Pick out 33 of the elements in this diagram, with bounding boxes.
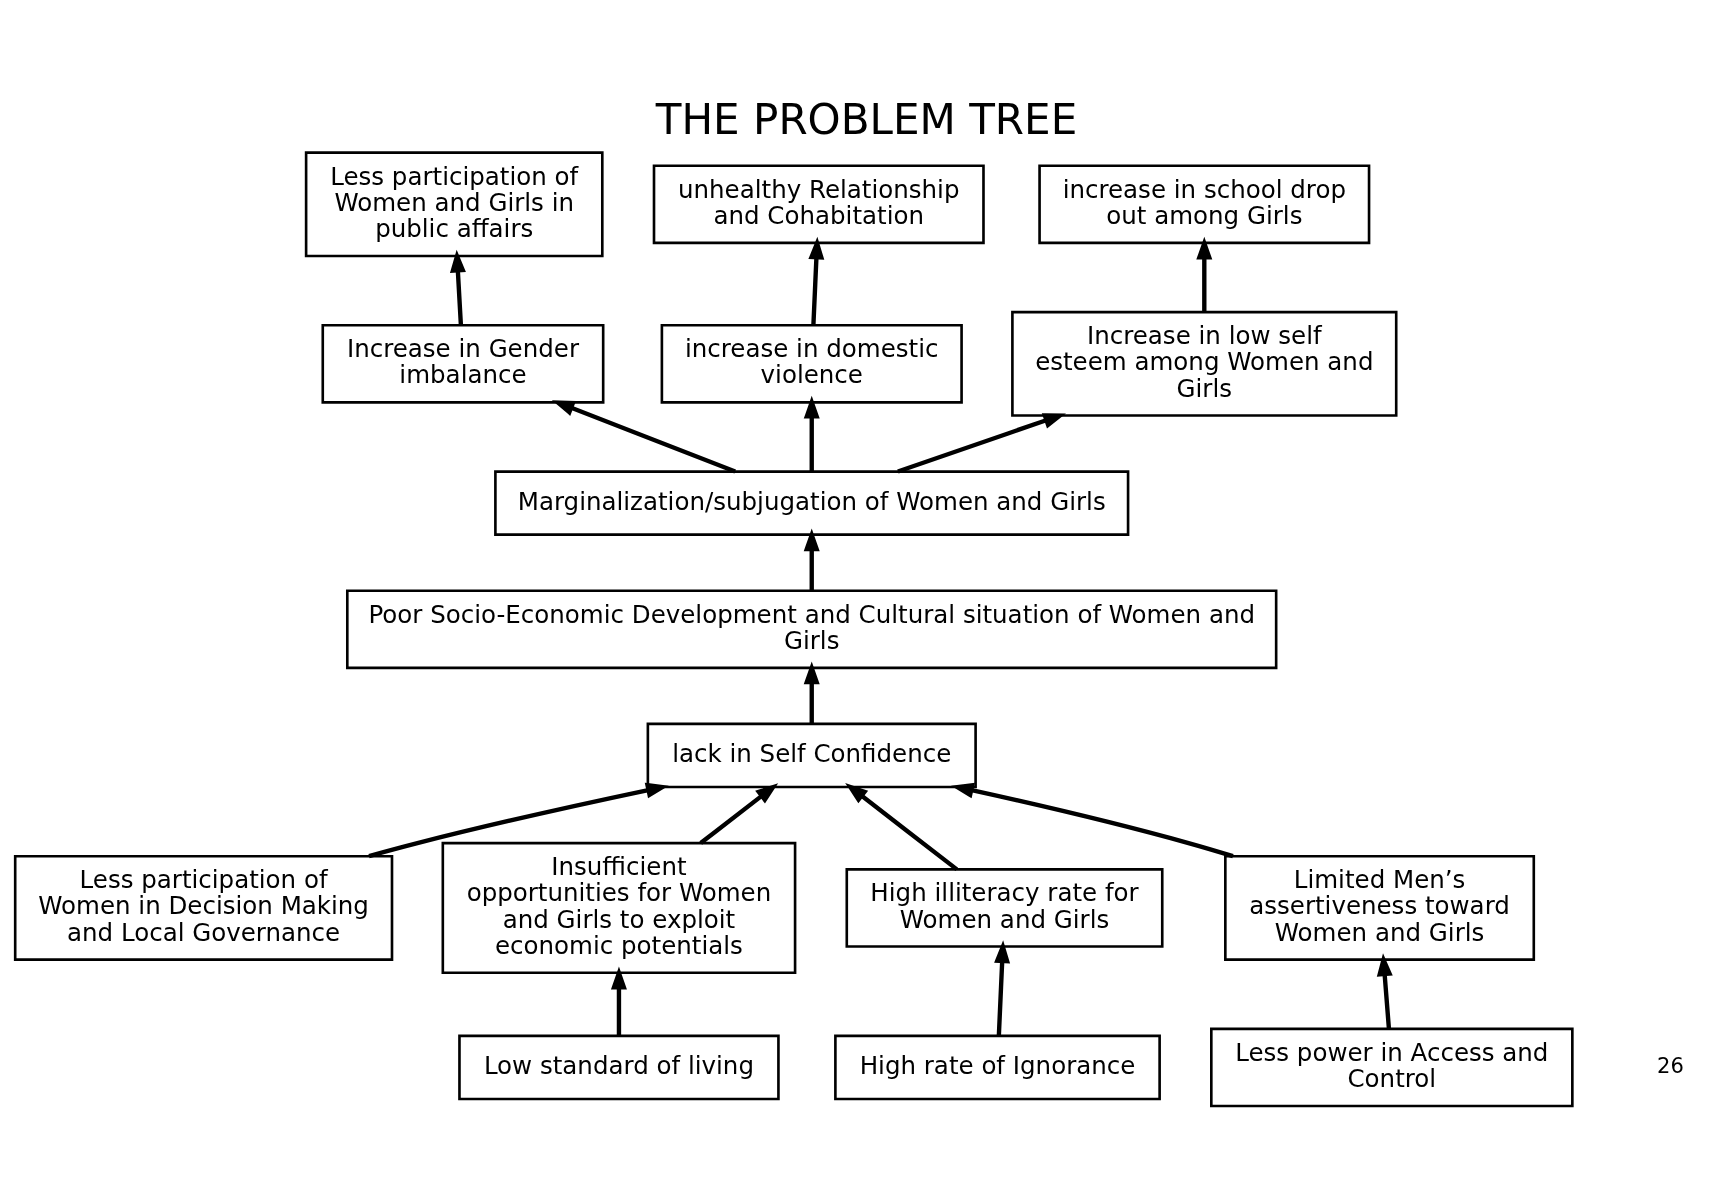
arrow	[610, 966, 627, 1036]
diagram-title: THE PROBLEM TREE	[655, 94, 1078, 144]
arrow	[1376, 953, 1393, 1029]
node-box: Marginalization/subjugation of Women and Girls	[494, 470, 1130, 536]
node-box: High rate of Ignorance	[834, 1034, 1161, 1101]
node-box: lack in Self Confidence	[646, 722, 977, 789]
node-box: Less participation of Women and Girls in public affairs	[304, 151, 604, 258]
arrow	[951, 782, 1234, 859]
node-box: Increase in Gender imbalance	[321, 323, 605, 404]
arrow	[449, 249, 466, 326]
arrow	[699, 783, 779, 845]
arrow	[803, 395, 820, 472]
node-box: High illiteracy rate for Women and Girls	[845, 868, 1164, 948]
node-box: increase in school drop out among Girls	[1038, 164, 1371, 245]
node-box: Limited Men’s assertiveness toward Women and Girls	[1224, 854, 1536, 961]
node-box: Less power in Access and Control	[1210, 1027, 1574, 1108]
arrow	[845, 783, 959, 872]
arrow	[897, 413, 1066, 474]
arrow	[551, 400, 736, 474]
node-box: Low standard of living	[458, 1034, 780, 1101]
arrow	[803, 661, 820, 724]
node-box: Insufficient opportunities for Women and Girls to exploit economic potentials	[441, 841, 797, 975]
node-box: increase in domestic violence	[660, 323, 963, 404]
node-box: unhealthy Relationship and Cohabitation	[652, 164, 985, 245]
node-box: Less participation of Women in Decision Making and Local Governance	[13, 854, 394, 961]
label: 26	[1657, 1052, 1684, 1078]
node-box: Poor Socio-Economic Development and Cultural situation of Women and Girls	[346, 589, 1278, 670]
arrow	[1196, 236, 1213, 312]
arrow	[994, 940, 1011, 1036]
node-box: Increase in low self esteem among Women and Girls	[1011, 310, 1398, 417]
arrow	[368, 782, 669, 859]
arrow	[803, 528, 820, 591]
arrow	[808, 236, 825, 326]
